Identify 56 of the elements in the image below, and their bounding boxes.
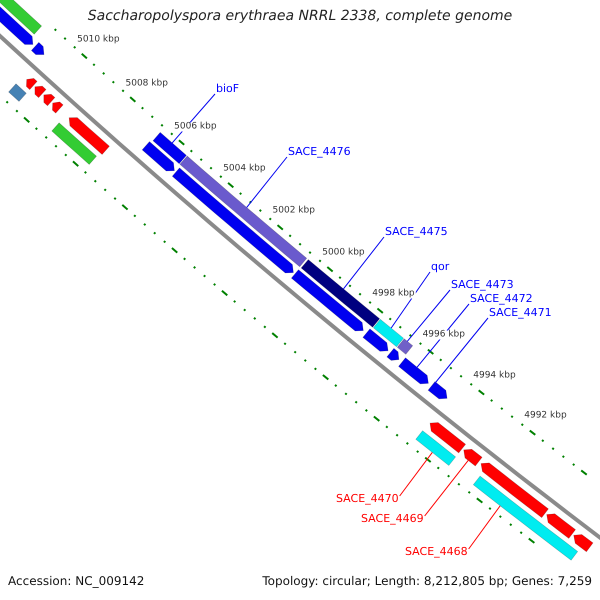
- leader-line: [406, 290, 450, 342]
- info-text: Accession: NC_009142: [8, 575, 144, 587]
- gene-label: qor: [431, 261, 450, 272]
- leader-line: [390, 272, 430, 329]
- scale-label: 5004 kbp: [222, 164, 267, 174]
- gene-feature: [290, 269, 364, 332]
- info-text: Topology: circular; Length: 8,212,805 bp; Genes: 7,259: [262, 575, 592, 587]
- gene-label: bioF: [216, 83, 240, 94]
- leader-line: [468, 505, 501, 550]
- gene-feature: [463, 449, 483, 466]
- gene-feature: [51, 122, 97, 165]
- gene-label: SACE_4475: [385, 226, 448, 237]
- gene-feature: [152, 132, 187, 164]
- gene-feature: [396, 338, 414, 355]
- gene-feature: [372, 318, 404, 348]
- gene-feature: [480, 462, 549, 518]
- gene-feature: [26, 78, 38, 90]
- leader-line: [246, 156, 288, 208]
- gene-feature: [0, 0, 42, 35]
- gene-feature: [8, 83, 27, 102]
- gene-label: SACE_4473: [451, 279, 514, 290]
- gene-feature: [573, 534, 594, 552]
- gene-label: SACE_4469: [361, 513, 424, 524]
- gene-feature: [30, 42, 44, 55]
- gene-feature: [34, 86, 46, 98]
- gene-feature: [428, 381, 448, 400]
- leader-line: [399, 452, 433, 496]
- gene-label: SACE_4470: [336, 493, 399, 504]
- gene-feature: [472, 476, 578, 561]
- gene-label: SACE_4476: [288, 146, 351, 157]
- gene-feature: [52, 102, 64, 114]
- leader-line: [342, 236, 384, 290]
- gene-feature: [362, 328, 388, 352]
- gene-feature: [44, 94, 56, 106]
- scale-label: 5010 kbp: [76, 36, 121, 45]
- gene-feature: [415, 430, 456, 466]
- leader-line: [424, 460, 469, 516]
- gene-label: SACE_4471: [489, 307, 552, 318]
- scale-label: 4992 kbp: [523, 412, 568, 421]
- gene-feature: [398, 357, 429, 384]
- gene-feature: [142, 141, 175, 172]
- gene-feature: [68, 117, 110, 155]
- title: Saccharopolyspora erythraea NRRL 2338, complete genome: [86, 9, 514, 23]
- scale-label: 5002 kbp: [272, 206, 316, 216]
- gene-label: SACE_4472: [470, 293, 533, 304]
- scale-label: 5006 kbp: [173, 122, 218, 132]
- scale-label: 4998 kbp: [371, 290, 416, 299]
- leader-line: [435, 318, 488, 383]
- gene-feature: [546, 514, 576, 539]
- gene-label: SACE_4468: [405, 546, 468, 557]
- leader-line: [416, 304, 470, 368]
- scale-label: 5000 kbp: [321, 248, 366, 258]
- scale-label: 4994 kbp: [472, 371, 517, 380]
- gene-feature: [430, 422, 466, 454]
- scale-label: 4996 kbp: [422, 330, 466, 340]
- scale-label: 5008 kbp: [124, 79, 169, 88]
